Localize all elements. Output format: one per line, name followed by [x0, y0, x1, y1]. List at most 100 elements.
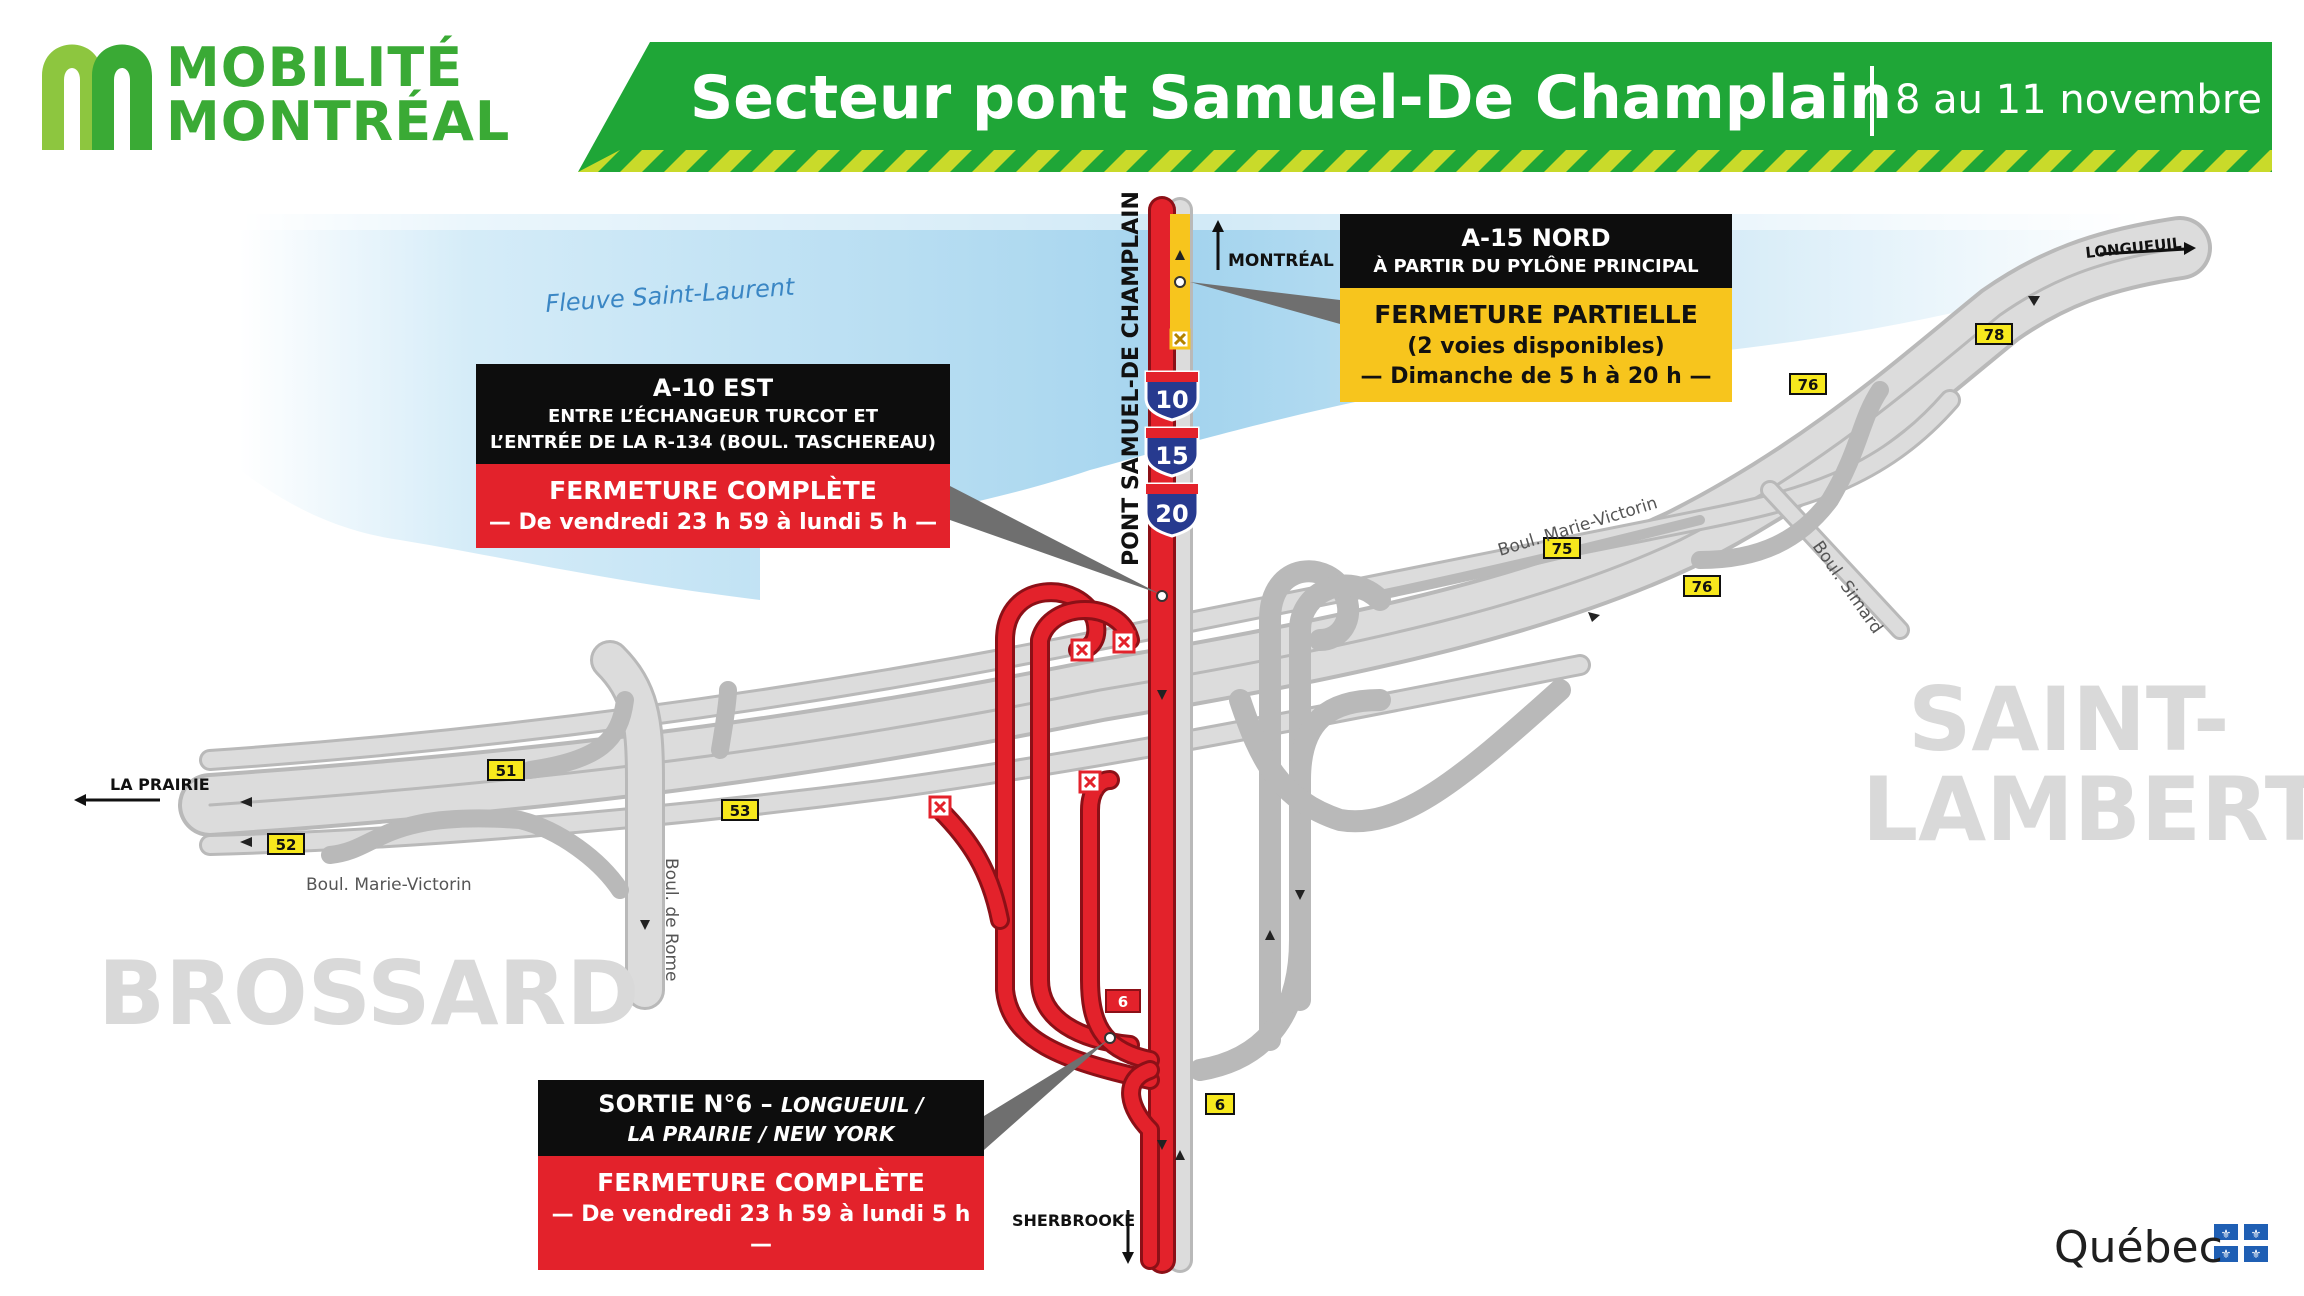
panel-a10-status: FERMETURE COMPLÈTE: [549, 476, 877, 505]
east-bend: [1189, 689, 1391, 1081]
sherbrooke-label: SHERBROOKE: [1012, 1211, 1135, 1230]
rome-ramp-3: [321, 809, 629, 899]
boul-simard-label: Boul. Simard: [1808, 537, 1887, 637]
exit-53-label: 53: [730, 802, 751, 820]
page-title: Secteur pont Samuel-De Champlain: [690, 63, 1893, 133]
panel-a15-road: A-15 NORD: [1461, 224, 1611, 252]
closure-x-1: [1070, 638, 1094, 662]
a10-road-median: [208, 246, 2182, 807]
panel-a15-status: FERMETURE PARTIELLE: [1374, 300, 1698, 329]
ramp-76: [1691, 381, 1889, 569]
exit-76b-label: 76: [1692, 578, 1713, 596]
boul-simard-surface: [1763, 483, 1907, 637]
svg-text:⚜: ⚜: [2221, 1247, 2232, 1261]
logo-line-1: MOBILITÉ: [166, 36, 464, 99]
svg-text:⚜: ⚜: [2251, 1247, 2262, 1261]
shield-20-number: 20: [1155, 500, 1188, 528]
closure-x-3: [1078, 770, 1102, 794]
date-range: 8 au 11 novembre: [1895, 77, 2262, 123]
panel-exit6-road: SORTIE N°6 –: [598, 1090, 773, 1118]
city-label-brossard: BROSSARD: [98, 942, 640, 1045]
city-label-saint-lambert-2: LAMBERT: [1862, 758, 2304, 861]
exit6-lower-surface: [1124, 1063, 1157, 1267]
exit-75-badge: 75: [1543, 537, 1581, 559]
logo-line-2: MONTRÉAL: [166, 90, 511, 153]
panel-exit6-status-box: FERMETURE COMPLÈTE — De vendredi 23 h 59…: [538, 1156, 984, 1270]
river-top-fade: [230, 210, 2160, 230]
exit-52-label: 52: [276, 836, 297, 854]
panel-exit6-status: FERMETURE COMPLÈTE: [597, 1168, 925, 1197]
road-network: [178, 197, 2212, 1273]
partial-x: [1169, 328, 1191, 350]
exit-76a-badge: 76: [1789, 373, 1827, 395]
panel-a10-est: A-10 EST ENTRE L’ÉCHANGEUR TURCOT ET L’E…: [476, 364, 950, 548]
exit-51-badge: 51: [487, 759, 525, 781]
exit-52-badge: 52: [267, 833, 305, 855]
rome-ramp-1: [521, 691, 634, 779]
quebec-brand: Québec: [2054, 1222, 2223, 1273]
exit-76b-badge: 76: [1683, 575, 1721, 597]
lane-arrows: [240, 250, 2040, 1160]
logo-mark: [42, 44, 152, 150]
panel-a10-road: A-10 EST: [652, 374, 774, 402]
east-loop-2: [1289, 574, 1391, 1011]
panel-a10-detail-2: L’ENTRÉE DE LA R-134 (BOUL. TASCHEREAU): [489, 432, 937, 453]
svg-text:⚜: ⚜: [2221, 1227, 2232, 1241]
montreal-arrow-icon: [1212, 220, 1224, 270]
panel-exit6-road-italic: LONGUEUIL /: [780, 1093, 924, 1117]
boul-de-rome-surface: [593, 643, 662, 1007]
exit-6-badge: 6: [1205, 1093, 1235, 1115]
exit6-loop-outer-surface: [998, 585, 1157, 1087]
rome-ramp-2: [711, 681, 737, 759]
panel-a15-detail: À PARTIR DU PYLÔNE PRINCIPAL: [1373, 256, 1699, 277]
panel-exit6-period: — De vendredi 23 h 59 à lundi 5 h —: [551, 1202, 971, 1257]
title-separator: [1870, 66, 1874, 136]
shield-10-icon: [1144, 370, 1200, 422]
closure-markers: [928, 328, 1191, 819]
boul-de-rome-label: Boul. de Rome: [661, 858, 681, 982]
quebec-flag-icon: ⚜ ⚜ ⚜ ⚜: [2214, 1224, 2268, 1262]
panel-a10-detail-1: ENTRE L’ÉCHANGEUR TURCOT ET: [548, 406, 878, 427]
panel-a15-header: A-15 NORD À PARTIR DU PYLÔNE PRINCIPAL: [1340, 214, 1732, 288]
shield-10-number: 10: [1155, 386, 1188, 414]
longueuil-arrow-icon: [2099, 242, 2196, 256]
a15-partial-segment: [1170, 214, 1190, 334]
east-bend-2: [1229, 679, 1571, 833]
panel-a10-period: — De vendredi 23 h 59 à lundi 5 h —: [488, 510, 938, 535]
shield-15-number: 15: [1155, 442, 1188, 470]
exit6-ramp-west-surface: [933, 803, 1007, 927]
exit-78-label: 78: [1984, 326, 2005, 344]
panel-a15-status-box: FERMETURE PARTIELLE (2 voies disponibles…: [1340, 288, 1732, 402]
closure-x-2: [1112, 630, 1136, 654]
exit-6-red-label: 6: [1118, 993, 1128, 1011]
bridge-label: PONT SAMUEL-DE CHAMPLAIN: [1119, 191, 1144, 566]
exit-78-badge: 78: [1975, 323, 2013, 345]
panel-exit6-header: SORTIE N°6 – LONGUEUIL / LA PRAIRIE / NE…: [538, 1080, 984, 1156]
exit-76a-label: 76: [1798, 376, 1819, 394]
exit-51-label: 51: [496, 762, 517, 780]
panel-leaders: [950, 276, 1340, 1150]
closure-x-4: [928, 795, 952, 819]
marie-victorin-west-label: Boul. Marie-Victorin: [306, 875, 472, 895]
exit6-loop-inner-surface: [1033, 603, 1137, 1052]
panel-exit-6: SORTIE N°6 – LONGUEUIL / LA PRAIRIE / NE…: [538, 1080, 984, 1270]
panel-a15-note: (2 voies disponibles): [1407, 334, 1665, 359]
exit-75-label: 75: [1552, 540, 1573, 558]
montreal-label: MONTRÉAL: [1228, 249, 1334, 271]
panel-a10-header: A-10 EST ENTRE L’ÉCHANGEUR TURCOT ET L’E…: [476, 364, 950, 464]
exit-6-label: 6: [1215, 1096, 1225, 1114]
svg-text:⚜: ⚜: [2251, 1227, 2262, 1241]
panel-a15-nord: A-15 NORD À PARTIR DU PYLÔNE PRINCIPAL F…: [1340, 214, 1732, 402]
sherbrooke-arrow-icon: [1122, 1210, 1134, 1264]
exit-6-red-badge: 6: [1105, 989, 1141, 1013]
header-banner: [578, 42, 2272, 172]
la-prairie-arrow-icon: [74, 794, 160, 806]
panel-a10-status-box: FERMETURE COMPLÈTE — De vendredi 23 h 59…: [476, 464, 950, 548]
interstate-shields: 10 15 20: [1144, 370, 1200, 538]
panel-a15-period: — Dimanche de 5 h à 20 h —: [1360, 364, 1712, 389]
shield-15-icon: [1144, 426, 1200, 478]
la-prairie-label: LA PRAIRIE: [110, 775, 210, 794]
panel-exit6-detail: LA PRAIRIE / NEW YORK: [627, 1122, 895, 1146]
exit-53-badge: 53: [721, 799, 759, 821]
